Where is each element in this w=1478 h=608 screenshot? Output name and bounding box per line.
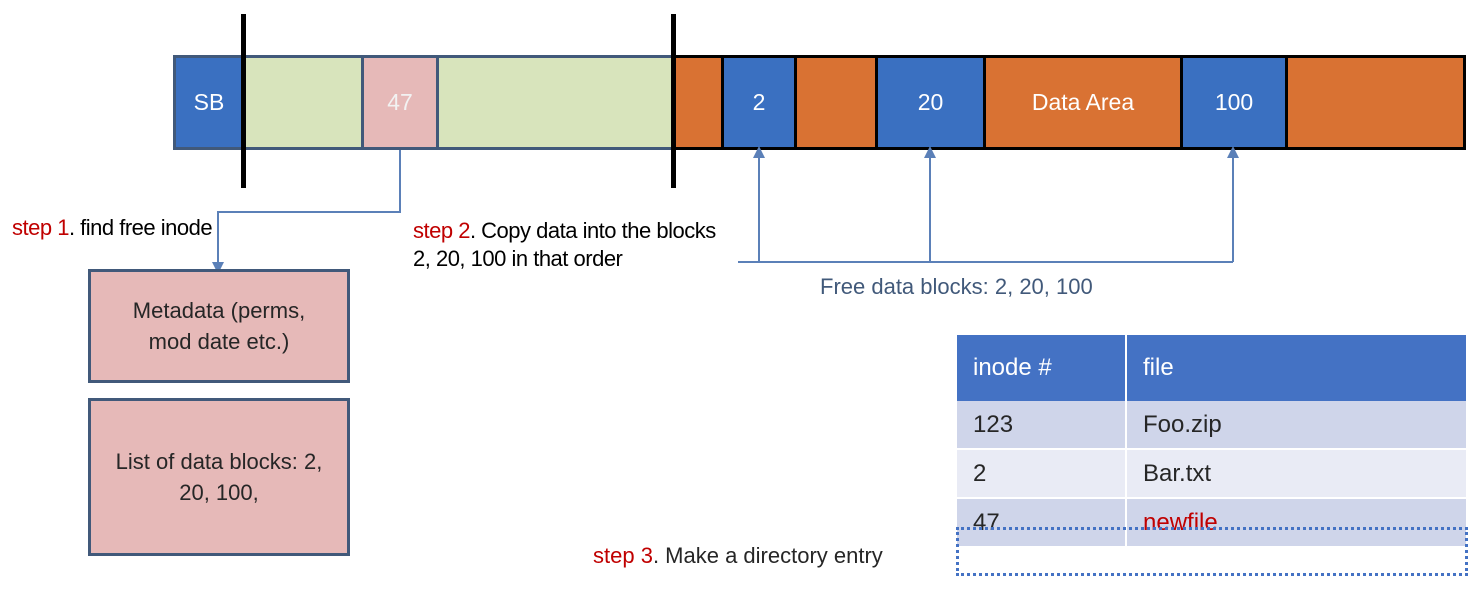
inode-region xyxy=(245,55,675,150)
cell-inode: 123 xyxy=(957,401,1127,450)
cell-inode: 2 xyxy=(957,449,1127,499)
cell-file-new: newfile xyxy=(1126,498,1466,546)
data-block-100-label: 100 xyxy=(1214,89,1254,115)
data-block-100: 100 xyxy=(1180,55,1288,150)
table-row-new-entry: 47 newfile xyxy=(957,498,1466,546)
directory-table: inode # file 123 Foo.zip 2 Bar.txt 47 ne… xyxy=(957,335,1466,546)
step-1-text: step 1. find free inode xyxy=(12,215,213,240)
inode-47-cell: 47 xyxy=(361,55,439,150)
table-row: 123 Foo.zip xyxy=(957,401,1466,450)
table-row: 2 Bar.txt xyxy=(957,449,1466,499)
data-block-20: 20 xyxy=(875,55,986,150)
new-entry-highlight xyxy=(956,527,1468,576)
region-divider-1 xyxy=(241,14,246,188)
cell-file: Bar.txt xyxy=(1126,449,1466,499)
region-divider-2 xyxy=(671,14,676,188)
inode-to-metadata-arrow xyxy=(212,150,401,274)
inode-block-list-box: List of data blocks: 2, 20, 100, xyxy=(88,398,350,556)
step-3-text: step 3. Make a directory entry xyxy=(593,543,883,568)
data-block-2: 2 xyxy=(721,55,797,150)
data-block-20-label: 20 xyxy=(917,89,944,115)
cell-inode: 47 xyxy=(957,498,1127,546)
data-area-label: Data Area xyxy=(1031,89,1135,115)
data-block-2-label: 2 xyxy=(752,89,766,115)
header-file: file xyxy=(1126,335,1466,401)
step-2-text: step 2. Copy data into the blocks 2, 20,… xyxy=(413,218,716,271)
table-header-row: inode # file xyxy=(957,335,1466,401)
inode-metadata-box: Metadata (perms, mod date etc.) xyxy=(88,269,350,383)
superblock-label: SB xyxy=(193,89,225,115)
superblock: SB xyxy=(173,55,245,150)
inode-47-label: 47 xyxy=(387,89,413,115)
header-inode: inode # xyxy=(957,335,1127,401)
cell-file: Foo.zip xyxy=(1126,401,1466,450)
free-blocks-label: Free data blocks: 2, 20, 100 xyxy=(820,274,1093,299)
